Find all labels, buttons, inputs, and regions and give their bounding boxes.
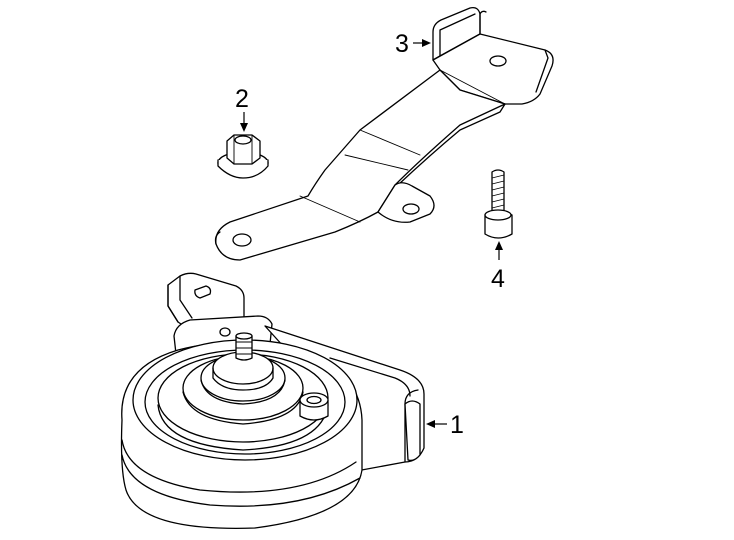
callout-label-4: 4 [491, 265, 505, 293]
callout-4: 4 [491, 241, 505, 293]
callout-label-2: 2 [235, 85, 249, 113]
callout-1: 1 [426, 411, 464, 439]
callout-label-1: 1 [450, 411, 464, 439]
flange-nut [217, 134, 269, 179]
callout-3: 3 [395, 30, 431, 58]
callout-2: 2 [235, 85, 249, 132]
horn [120, 272, 425, 529]
bracket [214, 6, 554, 261]
bolt [484, 169, 513, 239]
callout-label-3: 3 [395, 30, 409, 58]
